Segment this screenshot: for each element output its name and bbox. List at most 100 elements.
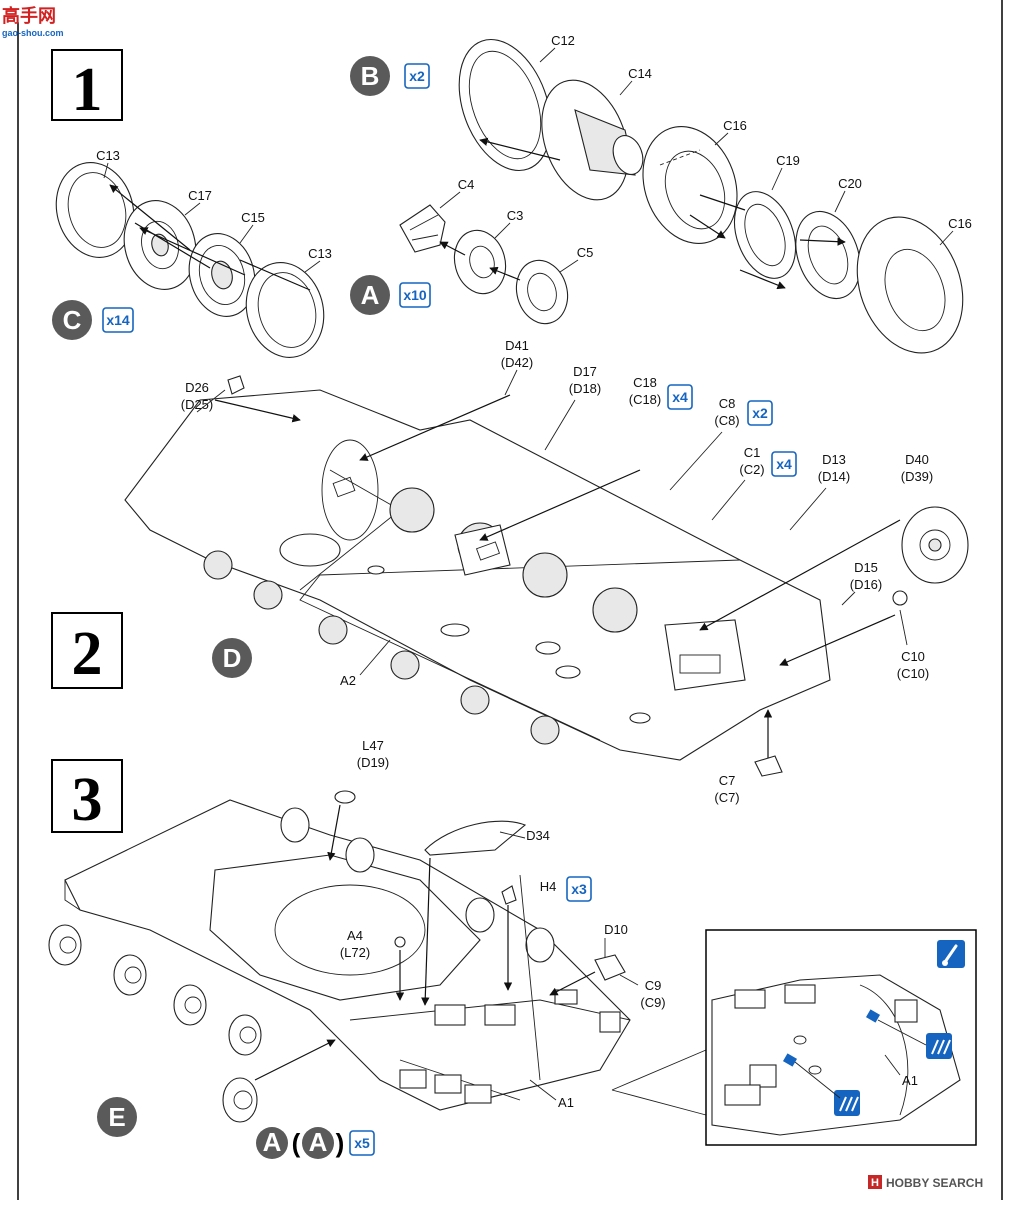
wheel-note-open-paren: (: [292, 1128, 301, 1158]
inset-hull-detail: [711, 974, 961, 1136]
loose-road-wheel: [222, 1077, 258, 1123]
mult-c1-text: x4: [776, 456, 792, 472]
hull-hatch-a: [434, 1004, 466, 1026]
label-d15: D15: [854, 560, 878, 575]
step-2-number: 2: [72, 620, 103, 688]
label-c12: C12: [551, 33, 575, 48]
label-d25: (D25): [181, 397, 214, 412]
mult-x3-box: [566, 876, 592, 902]
label-a4: A4: [347, 928, 363, 943]
label-c4: C4: [458, 177, 475, 192]
watermark-logo: 高手网 gao-shou.com: [2, 5, 64, 38]
wheel-note-A-letter: A: [263, 1127, 282, 1157]
label-d17: D17: [573, 364, 597, 379]
label-c5: C5: [577, 245, 594, 260]
part-c13-rim-right: [245, 262, 325, 358]
callout-D-circle: [212, 638, 252, 678]
label-d14: (D14): [818, 469, 851, 484]
label-c17: C17: [188, 188, 212, 203]
label-d18: (D18): [569, 381, 602, 396]
label-c16-b: C16: [948, 216, 972, 231]
label-c7-alt: (C7): [714, 790, 739, 805]
mult-x2-box: [404, 63, 430, 89]
lower-hull: [124, 389, 831, 761]
mult-c18-text: x4: [672, 389, 688, 405]
label-a1-inset: A1: [902, 1073, 918, 1088]
label-c8: C8: [719, 396, 736, 411]
step-1-number: 1: [72, 56, 103, 124]
part-c16-sprocket-b: [856, 216, 964, 354]
label-c19: C19: [776, 153, 800, 168]
mult-c8-box: [747, 400, 773, 426]
step-3: 3 E A ( A ) x5: [48, 738, 707, 1159]
step-2-box: [51, 612, 123, 689]
hull-port: [279, 533, 341, 567]
part-l47: [334, 790, 356, 804]
label-a1: A1: [558, 1095, 574, 1110]
label-c14: C14: [628, 66, 652, 81]
part-c4-bracket: [399, 204, 446, 253]
label-c1: C1: [744, 445, 761, 460]
detail-inset: A1: [705, 929, 977, 1146]
watermark-title: 高手网: [2, 5, 56, 26]
label-c2: (C2): [739, 462, 764, 477]
step-2: 2 D: [51, 338, 969, 805]
upper-hull: [64, 799, 631, 1111]
label-d41: D41: [505, 338, 529, 353]
wheel-note-A-circle: [256, 1127, 288, 1159]
part-c12-cover: [458, 38, 552, 172]
label-d42: (D42): [501, 355, 534, 370]
callout-B-letter: B: [361, 61, 380, 91]
label-c10: C10: [901, 649, 925, 664]
label-c20: C20: [838, 176, 862, 191]
wheel-note-A2-letter: A: [309, 1127, 328, 1157]
label-d10: D10: [604, 922, 628, 937]
callout-D-letter: D: [223, 643, 242, 673]
footer-logo-text: HOBBY SEARCH: [886, 1176, 983, 1190]
label-c9: C9: [645, 978, 662, 993]
mult-x14-box: [102, 307, 134, 333]
label-c16-a: C16: [723, 118, 747, 133]
label-l72: (L72): [340, 945, 370, 960]
watermark-site: gao-shou.com: [2, 28, 64, 38]
label-d16: (D16): [850, 577, 883, 592]
mult-x2-text: x2: [409, 68, 425, 84]
sprocket-exploded: [458, 38, 964, 354]
mult-c8-text: x2: [752, 405, 768, 421]
callout-B-circle: [350, 56, 390, 96]
label-d26: D26: [185, 380, 209, 395]
label-d34: D34: [526, 828, 550, 843]
label-d39: (D39): [901, 469, 934, 484]
part-d26-small: [227, 375, 245, 395]
idler-wheel-exploded: [399, 204, 569, 325]
label-h4: H4: [540, 879, 557, 894]
part-h4: [501, 885, 517, 905]
road-wheels-row: [48, 807, 555, 1123]
wheel-note-A2-circle: [302, 1127, 334, 1159]
label-d19: (D19): [357, 755, 390, 770]
part-c20-disc: [795, 210, 861, 300]
label-c10-alt: (C10): [897, 666, 930, 681]
mult-c18-box: [667, 384, 693, 410]
turret-ring: [274, 884, 426, 976]
label-c3: C3: [507, 208, 524, 223]
label-c8-alt: (C8): [714, 413, 739, 428]
callout-A-letter: A: [361, 280, 380, 310]
label-c9-alt: (C9): [640, 995, 665, 1010]
step-1-box: [51, 49, 123, 121]
callout-C-circle: [52, 300, 92, 340]
part-d34: [424, 820, 527, 856]
callout-C-letter: C: [63, 305, 82, 335]
label-l47: L47: [362, 738, 384, 753]
label-a2: A2: [340, 673, 356, 688]
label-c18: C18: [633, 375, 657, 390]
mult-x10-text: x10: [403, 287, 427, 303]
part-c5-wheel: [515, 259, 569, 325]
mult-x14-text: x14: [106, 312, 130, 328]
step-3-box: [51, 759, 123, 833]
mult-x5-box: [349, 1130, 375, 1156]
part-c19-ring: [733, 191, 797, 279]
wheel-note-close-paren: ): [336, 1128, 345, 1158]
callout-E-circle: [97, 1097, 137, 1137]
